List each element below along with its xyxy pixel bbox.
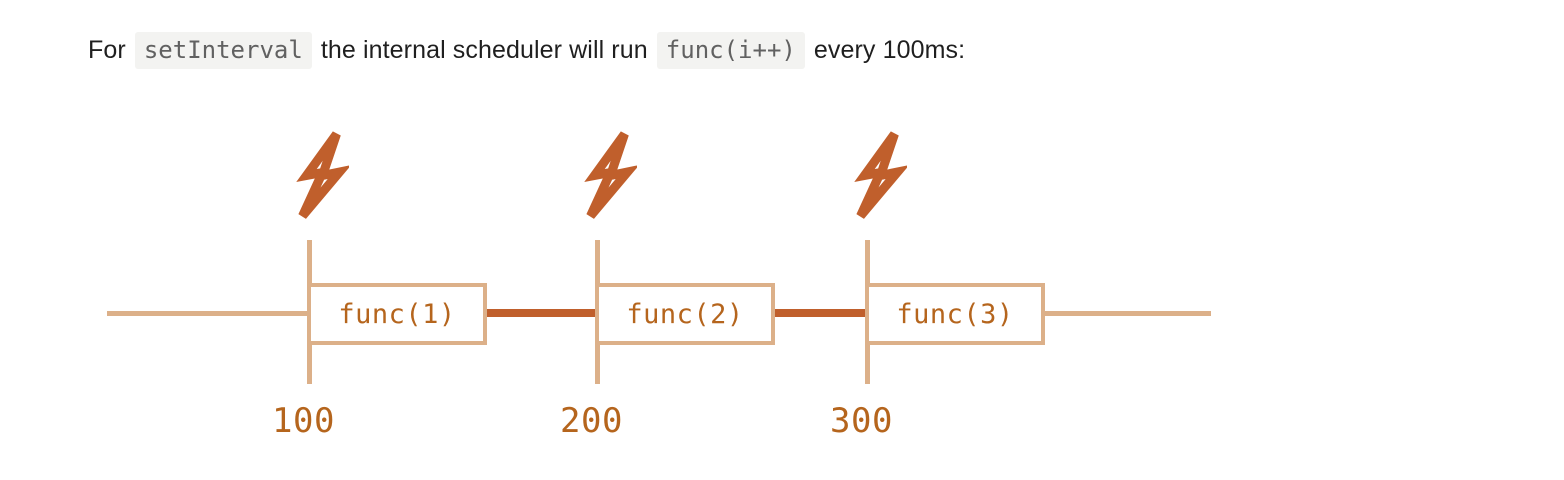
caption-text: For setInterval the internal scheduler w… — [88, 31, 965, 69]
function-call-box: func(2) — [595, 283, 775, 345]
timeline-axis-left-tail — [107, 311, 311, 316]
time-label-100: 100 — [272, 401, 335, 441]
time-label-200: 200 — [560, 401, 623, 441]
lightning-bolt-icon — [289, 131, 349, 219]
function-call-box: func(1) — [307, 283, 487, 345]
code-span-func-i: func(i++) — [656, 32, 805, 69]
time-label-300: 300 — [830, 401, 893, 441]
function-call-label: func(2) — [626, 298, 744, 330]
timeline-axis-right-tail — [1041, 311, 1211, 316]
connector-e1-e2 — [487, 309, 595, 317]
caption-middle: the internal scheduler will run — [320, 36, 648, 64]
lightning-bolt-icon — [577, 131, 637, 219]
lightning-bolt-icon — [847, 131, 907, 219]
caption-suffix: every 100ms: — [813, 36, 966, 64]
code-span-setinterval: setInterval — [134, 32, 312, 69]
function-call-box: func(3) — [865, 283, 1045, 345]
connector-e2-e3 — [775, 309, 865, 317]
function-call-label: func(3) — [896, 298, 1014, 330]
function-call-label: func(1) — [338, 298, 456, 330]
caption-prefix: For — [88, 36, 126, 64]
